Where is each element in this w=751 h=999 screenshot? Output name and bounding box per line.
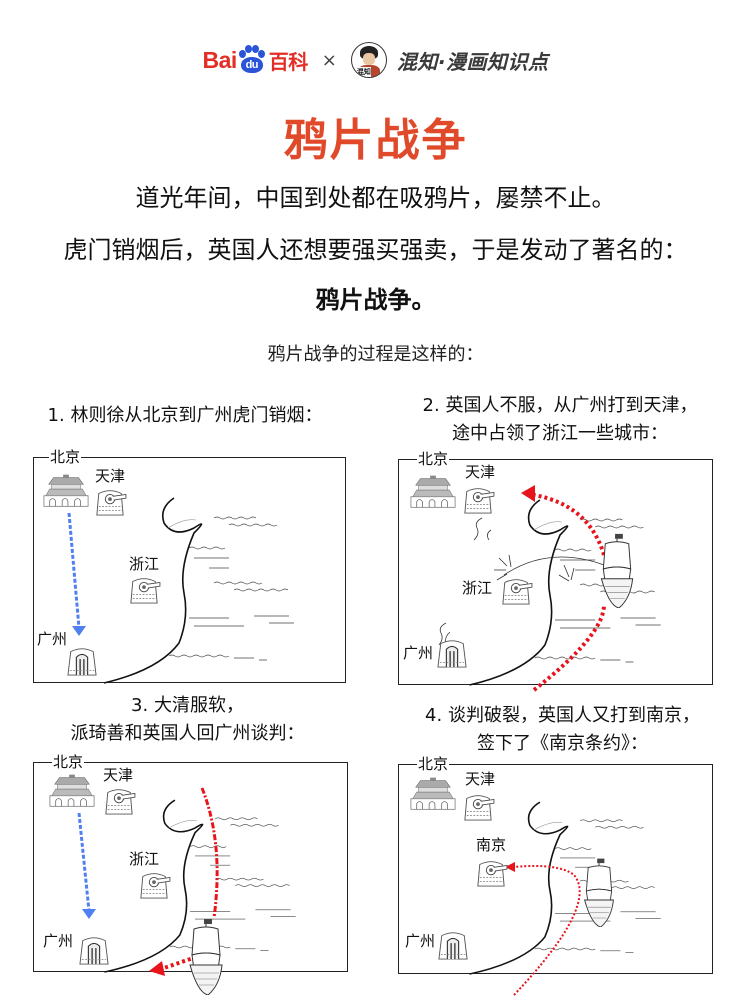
step-4-map: 北京 天津 南京 广州 [398, 756, 713, 996]
route-arrow-blue [67, 512, 86, 636]
route-arrow-red [521, 485, 606, 692]
cannon-fire [438, 517, 605, 647]
partner-name: 混知·漫画知识点 [396, 49, 549, 74]
label-beijing: 北京 [49, 448, 82, 466]
baidu-baike-logo: Bai du 百科 [203, 45, 308, 75]
fort-icon [137, 869, 171, 899]
fort-icon [461, 484, 495, 514]
label-beijing: 北京 [417, 450, 450, 468]
baike-text: 百科 [268, 51, 309, 74]
label-zhejiang: 浙江 [128, 850, 161, 868]
label-tianjin: 天津 [464, 463, 497, 481]
route-arrow-red [505, 862, 581, 996]
process-intro: 鸦片战争的过程是这样的： [267, 344, 484, 365]
route-arrow-blue [77, 812, 96, 919]
gate-icon [66, 646, 98, 676]
label-tianjin: 天津 [94, 467, 127, 485]
intro-line-2: 虎门销烟后，英国人还想要强买强卖，于是发动了著名的： [63, 236, 688, 264]
coastline [67, 497, 295, 684]
label-guangzhou: 广州 [42, 932, 75, 950]
label-nanjing: 南京 [475, 836, 508, 854]
step-4-caption: 4. 谈判破裂，英国人又打到南京， 签下了《南京条约》： [425, 705, 700, 754]
fort-icon [474, 857, 508, 887]
step-2-map: 北京 天津 浙江 广州 [398, 451, 713, 692]
intro-line-3: 鸦片战争。 [315, 286, 436, 314]
fort-icon [499, 575, 533, 605]
hunzhi-avatar-icon: 混知 [350, 42, 387, 78]
coastline [438, 485, 662, 692]
label-guangzhou: 广州 [402, 644, 435, 662]
british-ship-icon [184, 915, 228, 995]
brand-header: Bai du 百科 × 混知 混知·漫画知识点 [0, 40, 751, 80]
british-ship-icon [579, 855, 619, 927]
gate-icon [78, 935, 110, 965]
fort-icon [102, 785, 136, 815]
label-zhejiang: 浙江 [461, 579, 494, 597]
palace-icon [409, 775, 457, 811]
fort-icon [93, 486, 127, 516]
step-2-caption: 2. 英国人不服，从广州打到天津， 途中占领了浙江一些城市： [422, 395, 698, 444]
label-zhejiang: 浙江 [128, 555, 161, 573]
coastline [468, 801, 662, 996]
page-title: 鸦片战争 [283, 115, 468, 166]
step-1-caption: 1. 林则徐从北京到广州虎门销烟： [47, 405, 323, 426]
label-tianjin: 天津 [102, 766, 135, 784]
label-beijing: 北京 [417, 755, 450, 773]
step-3-map: 北京 天津 浙江 广州 [33, 754, 348, 972]
collab-times: × [321, 49, 337, 71]
baidu-text: Bai [202, 46, 238, 73]
baidu-paw-icon: du [238, 45, 266, 75]
label-guangzhou: 广州 [404, 932, 437, 950]
step-1-map: 北京 天津 浙江 广州 [33, 449, 346, 684]
gate-icon [437, 930, 469, 960]
british-ship-icon [596, 530, 638, 608]
fort-icon [461, 791, 495, 821]
palace-icon [42, 472, 90, 508]
palace-icon [409, 473, 457, 509]
fort-icon [127, 574, 161, 604]
step-3-caption: 3. 大清服软， 派琦善和英国人回广州谈判： [70, 695, 305, 744]
gate-icon [436, 638, 468, 668]
palace-icon [48, 772, 96, 808]
intro-line-1: 道光年间，中国到处都在吸鸦片，屡禁不止。 [135, 184, 616, 212]
label-tianjin: 天津 [464, 770, 497, 788]
label-guangzhou: 广州 [36, 630, 69, 648]
label-beijing: 北京 [52, 753, 85, 771]
